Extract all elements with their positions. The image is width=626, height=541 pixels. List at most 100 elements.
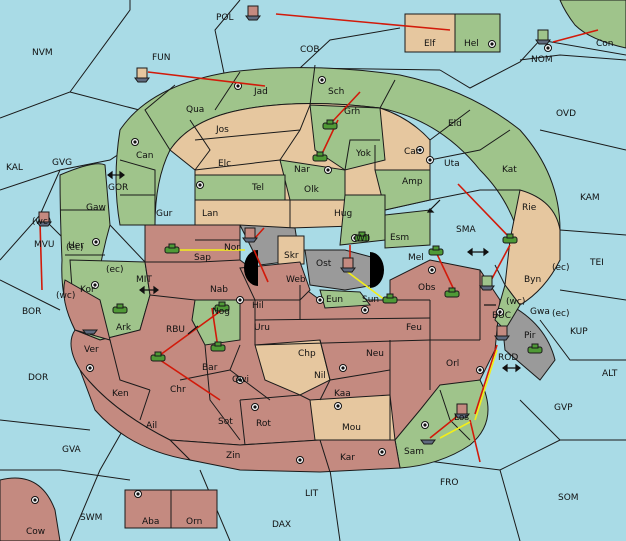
label-wc-mvu: (wc) <box>32 217 51 227</box>
label-ost: Ost <box>316 259 332 269</box>
army-units <box>112 119 543 362</box>
label-rbu: RBU <box>166 325 185 335</box>
label-her: Her <box>68 241 84 251</box>
label-gvp: GVP <box>554 403 573 413</box>
label-bar: Bar <box>202 363 218 373</box>
label-hil: Hil <box>252 301 264 311</box>
label-qwi: Qwi <box>232 375 249 385</box>
label-ec-gwa: (ec) <box>552 309 570 319</box>
label-sma: SMA <box>456 225 476 235</box>
label-con: Con <box>596 39 614 49</box>
label-grh: Grh <box>344 107 360 117</box>
label-cow: Cow <box>26 527 45 537</box>
label-alt: ALT <box>602 369 618 379</box>
label-zin: Zin <box>226 451 240 461</box>
label-neu: Neu <box>366 349 384 359</box>
label-ken: Ken <box>112 389 129 399</box>
label-eun: Eun <box>326 295 343 305</box>
label-swm: SWM <box>80 513 102 523</box>
label-skr: Skr <box>284 251 299 261</box>
label-elf: Elf <box>424 39 436 49</box>
label-ec-her: (ec) <box>66 243 84 253</box>
label-uta: Uta <box>444 159 460 169</box>
label-yok: Yok <box>355 149 372 159</box>
label-rie: Rie <box>522 203 537 213</box>
fleet-units <box>36 5 551 445</box>
province-cow[interactable] <box>0 477 61 541</box>
label-fun: FUN <box>152 53 171 63</box>
label-gaw: Gaw <box>86 203 106 213</box>
label-sot: Sot <box>218 417 233 427</box>
label-dor: DOR <box>28 373 48 383</box>
label-web: Web <box>286 275 306 285</box>
label-kat: Kat <box>502 165 517 175</box>
label-dax: DAX <box>272 520 291 530</box>
sea-labels: NVM POL COB FUN NOM Con OVD KAL GVG GOR … <box>6 13 618 537</box>
label-qua: Qua <box>186 105 204 115</box>
label-mou: Mou <box>342 423 361 433</box>
label-obs: Obs <box>418 283 436 293</box>
label-gor: GOR <box>108 183 128 193</box>
label-olk: Olk <box>304 185 320 195</box>
continent <box>59 67 561 473</box>
label-gvg: GVG <box>52 158 72 168</box>
label-gwa: Gwa <box>530 307 550 317</box>
double-arrow-passages <box>107 170 521 373</box>
label-eld: Eld <box>448 119 462 129</box>
label-car: Car <box>404 147 420 157</box>
label-sam: Sam <box>404 447 424 457</box>
label-chr: Chr <box>170 385 186 395</box>
label-ec-west: (ec) <box>106 265 124 275</box>
label-mit: MIT <box>136 275 152 285</box>
label-hel: Hel <box>464 39 479 49</box>
label-tei: TEI <box>589 258 604 268</box>
label-wil: Wil <box>356 234 370 244</box>
province-borders <box>60 64 520 473</box>
label-orn: Orn <box>186 517 202 527</box>
label-nil: Nil <box>314 371 326 381</box>
label-chp: Chp <box>298 349 316 359</box>
label-nor: Nor <box>224 243 240 253</box>
label-cob: COB <box>300 45 320 55</box>
province-con[interactable] <box>559 0 626 49</box>
passage-right <box>370 252 384 288</box>
label-elc: Elc <box>218 159 231 169</box>
label-kor: Kor <box>80 285 95 295</box>
label-amp: Amp <box>402 177 423 187</box>
label-kup: KUP <box>570 327 588 337</box>
province-orn[interactable] <box>170 489 218 529</box>
label-ec-byn: (ec) <box>552 263 570 273</box>
region-north-green <box>115 67 561 241</box>
label-mvu: MVU <box>34 240 55 250</box>
label-nog: Nog <box>212 307 230 317</box>
label-uru: Uru <box>254 323 270 333</box>
label-kal: KAL <box>6 163 23 173</box>
label-gur: Gur <box>156 209 173 219</box>
army-unit <box>322 119 338 130</box>
label-esm: Esm <box>390 233 409 243</box>
order-arrow <box>275 13 451 31</box>
label-jad: Jad <box>253 87 268 97</box>
label-ark: Ark <box>116 323 132 333</box>
province-aba[interactable] <box>124 489 172 529</box>
fleet-unit <box>245 5 261 21</box>
label-bor: BOR <box>22 307 41 317</box>
label-wc-kor: (wc) <box>56 291 75 301</box>
label-fro: FRO <box>440 478 459 488</box>
label-pir: Pir <box>524 331 536 341</box>
label-feu: Feu <box>406 323 422 333</box>
label-rot: Rot <box>256 419 271 429</box>
label-sap: Sap <box>194 253 211 263</box>
label-nar: Nar <box>294 165 310 175</box>
label-kam: KAM <box>580 193 600 203</box>
supply-centers <box>31 40 552 504</box>
label-byn: Byn <box>524 275 541 285</box>
label-hug: Hug <box>334 209 352 219</box>
label-kar: Kar <box>340 453 355 463</box>
label-aba: Aba <box>142 517 159 527</box>
label-lit: LIT <box>305 489 319 499</box>
label-mel: Mel <box>408 253 424 263</box>
passage-left <box>244 250 258 286</box>
